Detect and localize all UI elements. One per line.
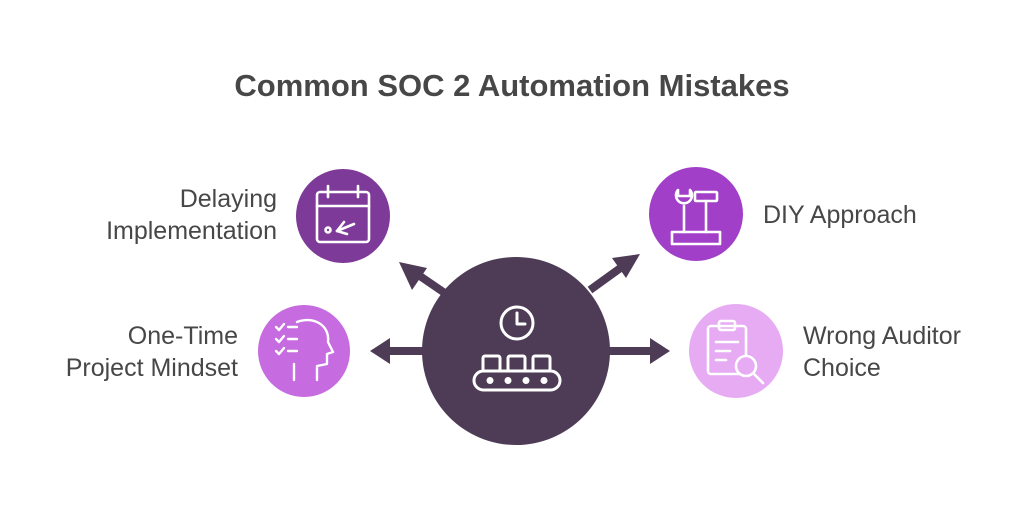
label-diy: DIY Approach bbox=[763, 199, 983, 231]
arrow-to-diy bbox=[587, 254, 640, 294]
arrow-to-wrong-auditor bbox=[600, 338, 670, 364]
label-wrong-auditor-line2: Choice bbox=[803, 354, 881, 382]
clock-conveyor-icon bbox=[472, 305, 562, 392]
label-delaying: Delaying Implementation bbox=[60, 183, 277, 247]
page-title: Common SOC 2 Automation Mistakes bbox=[234, 68, 790, 103]
checklist-head-icon bbox=[274, 318, 335, 382]
label-wrong-auditor-line1: Wrong Auditor bbox=[803, 322, 961, 350]
label-one-time-line1: One-Time bbox=[127, 322, 238, 350]
node-one-time bbox=[258, 305, 350, 397]
hub-node bbox=[422, 257, 610, 445]
label-delaying-line1: Delaying bbox=[179, 185, 277, 213]
label-one-time: One-Time Project Mindset bbox=[30, 320, 238, 384]
label-wrong-auditor: Wrong Auditor Choice bbox=[803, 320, 1003, 384]
tools-icon bbox=[670, 188, 722, 246]
document-search-icon bbox=[706, 319, 765, 385]
label-diy-line1: DIY Approach bbox=[763, 201, 917, 229]
node-delaying bbox=[296, 169, 390, 263]
label-delaying-line2: Implementation bbox=[106, 217, 277, 245]
label-one-time-line2: Project Mindset bbox=[65, 354, 238, 382]
calendar-arrow-icon bbox=[315, 184, 371, 244]
node-diy bbox=[649, 167, 743, 261]
node-wrong-auditor bbox=[689, 304, 783, 398]
